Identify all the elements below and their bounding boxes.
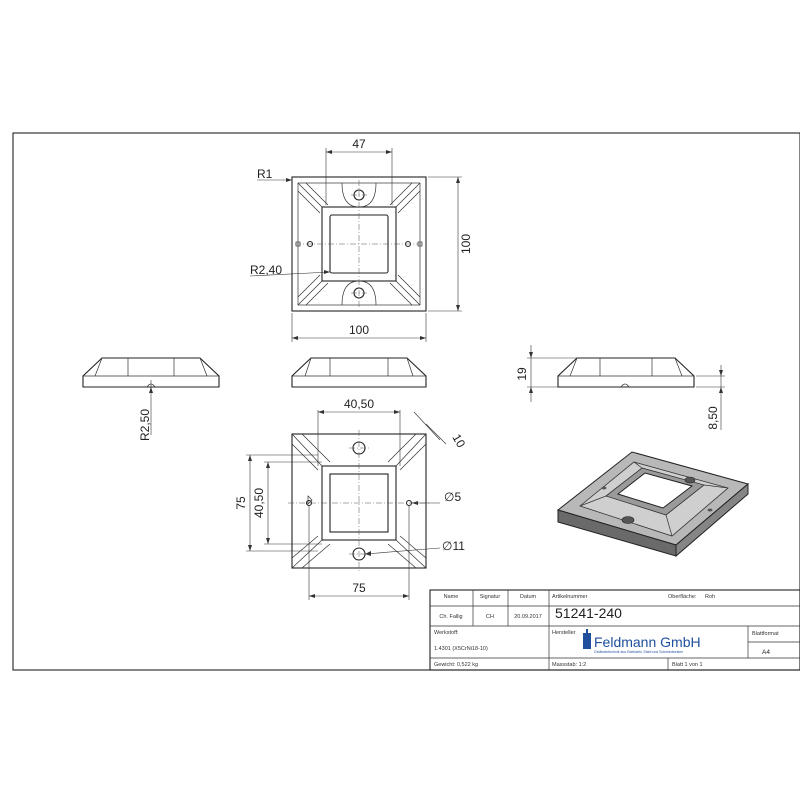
side-view-middle	[291, 357, 427, 388]
tb-brand-sub: Geländertechnik aus Edelstahl, Stahl und…	[594, 650, 683, 654]
dim-thickness: 19	[515, 367, 529, 381]
feldmann-logo: Feldmann GmbH Geländertechnik aus Edelst…	[583, 629, 701, 654]
top-view	[291, 176, 427, 312]
tb-drawn-sig: CH	[486, 614, 494, 620]
tb-surface-label: Oberfläche:	[668, 594, 697, 600]
tb-format-value: A4	[762, 649, 770, 656]
tb-drawn-name: Ch. Fallig	[439, 614, 462, 620]
tb-scale: Massstab: 1:2	[552, 662, 586, 668]
tb-material-label: Werkstoff:	[434, 630, 459, 636]
tb-article-label: Artikelnummer	[552, 594, 588, 600]
tb-article-number: 51241-240	[555, 605, 622, 621]
tb-drawn-date: 20.09.2017	[514, 614, 542, 620]
dim-inner-width: 40,50	[344, 397, 374, 411]
bottom-view-dims: 40,50 10 75 40,50 ∅5 ∅11 75	[234, 397, 468, 600]
dim-corner-radius: R1	[257, 167, 273, 181]
bottom-view	[288, 430, 430, 572]
tb-surface-value: Roh	[705, 594, 715, 600]
isometric-view	[556, 451, 750, 558]
tb-sheet: Blatt 1 von 1	[672, 662, 703, 668]
dim-inner-radius: R2,40	[250, 263, 282, 277]
tb-material-value: 1.4301 (X5CrNi18-10)	[434, 646, 488, 652]
side-view-left: R2,50	[82, 357, 220, 441]
dim-top-width: 47	[352, 137, 366, 151]
sheet-frame	[12, 132, 800, 671]
dim-slot-width: 10	[449, 432, 468, 451]
tb-format-label: Blattformat	[752, 631, 779, 637]
dim-height-right: 100	[459, 234, 473, 254]
dim-inner-height: 40,50	[252, 488, 266, 518]
dim-width-bottom: 100	[349, 323, 369, 337]
tb-col-name: Name	[444, 594, 459, 600]
top-outer-square	[291, 176, 427, 312]
tb-col-date: Datum	[520, 594, 537, 600]
dim-side-radius: R2,50	[138, 409, 152, 441]
dim-hole-small: ∅5	[444, 490, 461, 504]
side-view-right: 19 8,50	[515, 345, 725, 430]
tb-col-signature: Signatur	[480, 594, 501, 600]
dim-outer-height: 75	[234, 496, 248, 510]
tb-weight: Gewicht: 0,522 kg	[434, 662, 478, 668]
tb-maker-label: Hersteller	[552, 630, 576, 636]
top-view-dims: 47 R1 R2,40 100 100	[249, 137, 473, 342]
title-block: Name Signatur Datum Ch. Fallig CH 20.09.…	[429, 589, 800, 671]
tb-brand: Feldmann GmbH	[594, 634, 701, 650]
dim-hole-large: ∅11	[442, 539, 465, 553]
dim-base-thickness: 8,50	[706, 406, 720, 430]
dim-outer-width: 75	[352, 581, 366, 595]
